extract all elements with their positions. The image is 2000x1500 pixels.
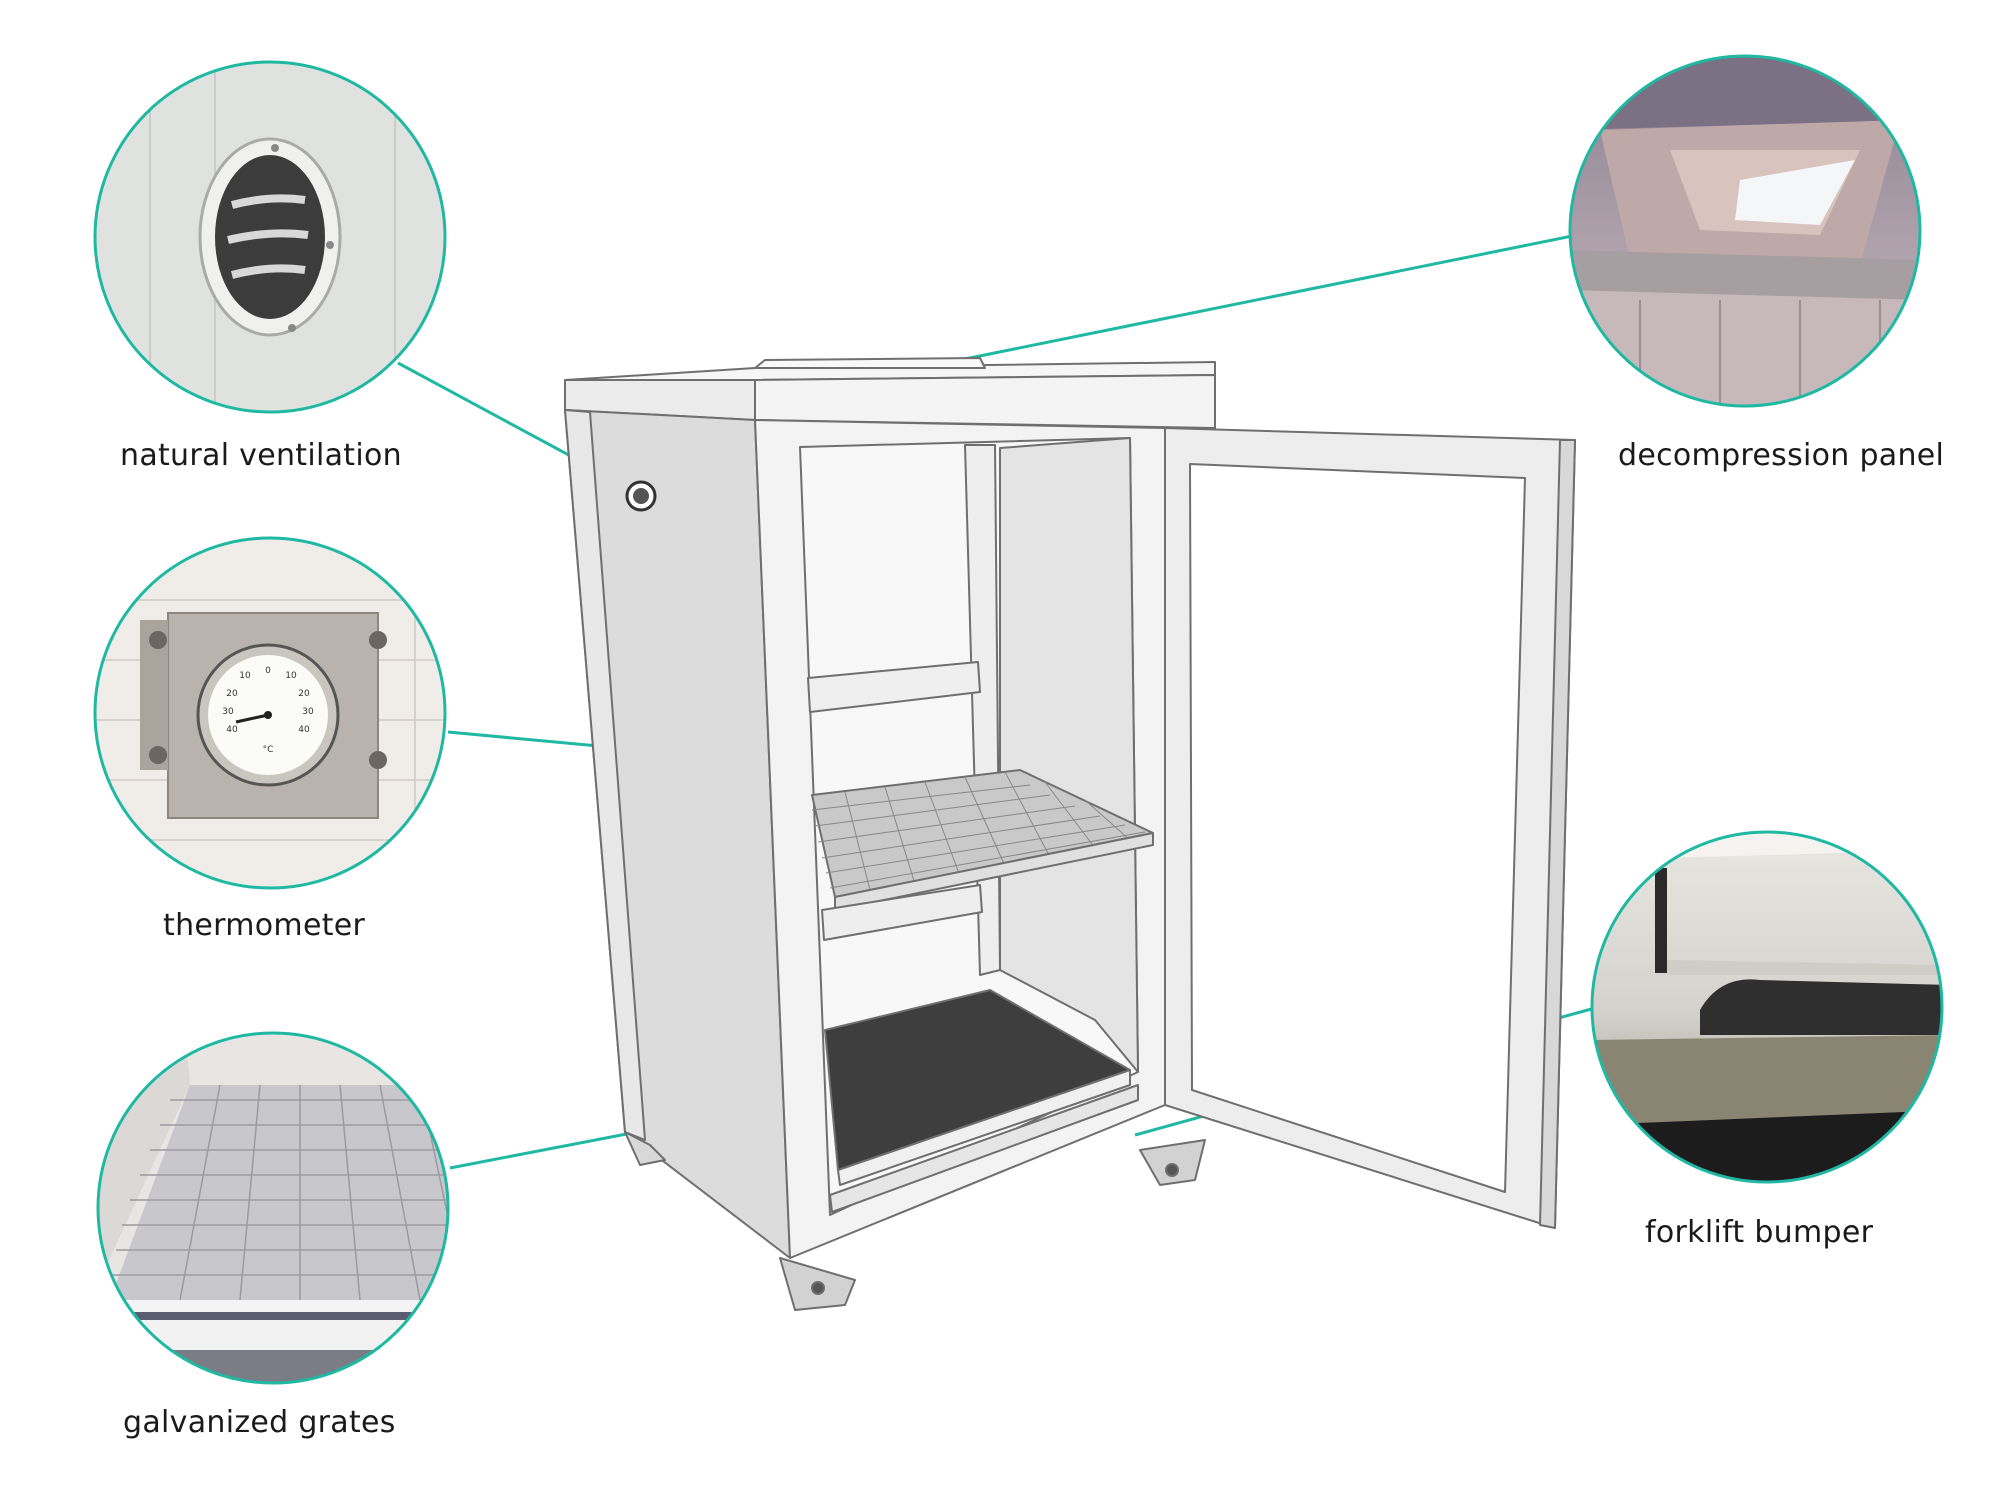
label-galvanized-grates: galvanized grates [123,1405,396,1440]
svg-text:10: 10 [285,671,297,681]
svg-text:20: 20 [298,689,310,699]
decompression-photo [1568,54,1922,408]
svg-text:40: 40 [226,725,238,735]
svg-text:°C: °C [263,745,274,755]
label-decompression-panel: decompression panel [1618,438,1945,473]
label-forklift-bumper: forklift bumper [1645,1215,1874,1250]
ventilation-photo [93,60,447,414]
label-thermometer: thermometer [163,908,366,943]
svg-text:30: 30 [222,707,234,717]
svg-text:10: 10 [239,671,251,681]
label-natural-ventilation: natural ventilation [120,438,402,473]
bumper-photo [1590,830,1944,1184]
grates-photo [96,1031,450,1385]
thermometer-photo: 0 10 10 20 20 30 30 40 40 °C [93,536,447,890]
svg-text:20: 20 [226,689,238,699]
svg-text:40: 40 [298,725,310,735]
svg-text:30: 30 [302,707,314,717]
cabinet-illustration [564,357,1576,1311]
svg-text:0: 0 [265,666,271,676]
